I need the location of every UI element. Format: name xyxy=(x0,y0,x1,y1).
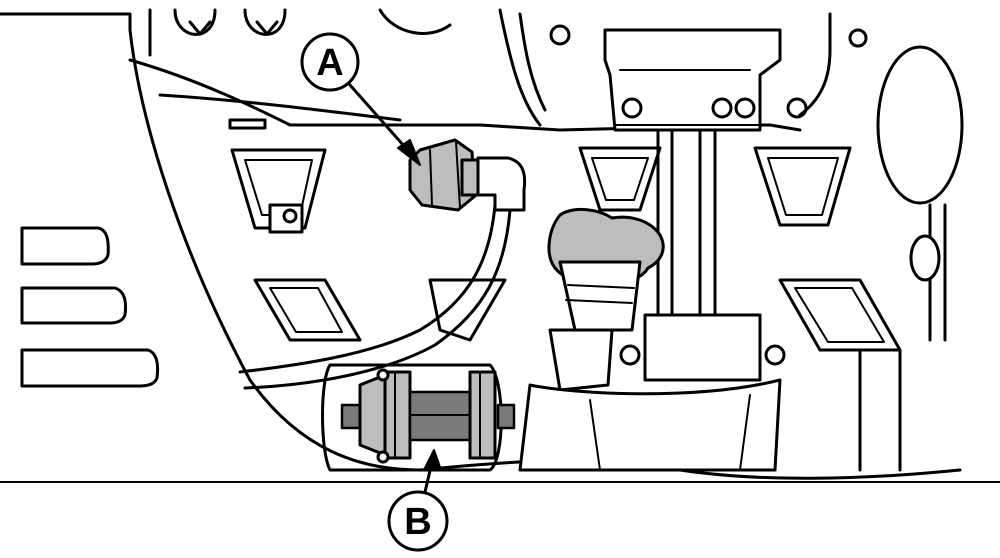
top-housing-details xyxy=(148,8,571,130)
fuel-filter-b xyxy=(321,363,516,472)
callout-a: A xyxy=(300,32,421,166)
vertical-tube xyxy=(656,128,717,332)
engine-shroud xyxy=(0,12,1000,483)
oil-fill-cap xyxy=(547,207,665,392)
fitting-a xyxy=(408,138,527,212)
oil-filter-housing xyxy=(518,313,786,472)
callout-b: B xyxy=(387,449,449,552)
callout-b-label: B xyxy=(404,501,431,543)
side-slots xyxy=(20,226,160,388)
fuel-line xyxy=(238,203,512,390)
fin-pockets-upper xyxy=(230,146,852,230)
callout-a-label: A xyxy=(316,42,343,84)
top-bracket xyxy=(603,12,868,132)
mounting-tab xyxy=(268,203,304,234)
right-oval-component xyxy=(876,45,964,342)
